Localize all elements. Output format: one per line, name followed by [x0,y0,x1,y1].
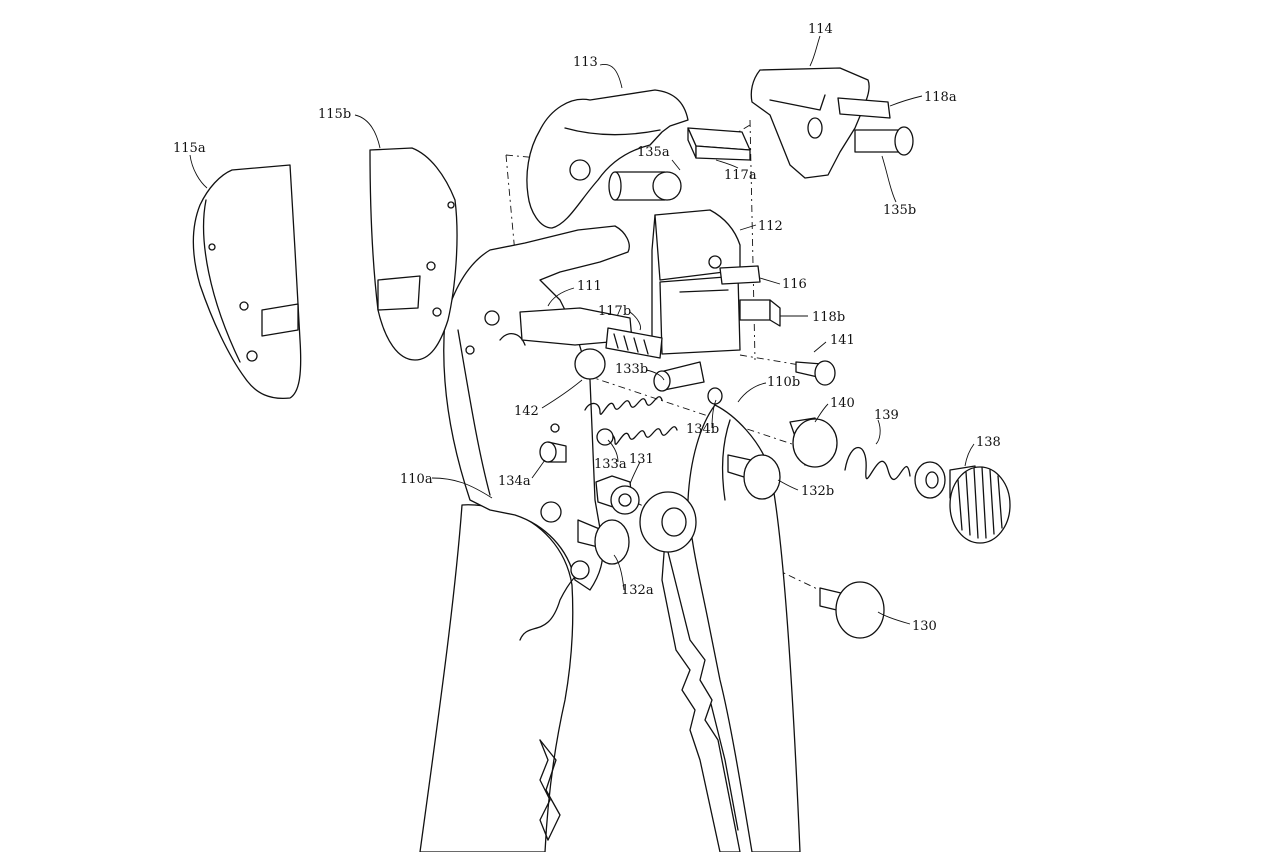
leader-lines [189,35,975,625]
label-115a: 115a [173,141,206,156]
left-handle-110a [419,504,586,852]
springs-133 [584,361,723,446]
block-116-118b [719,265,781,327]
label-116: 116 [782,277,807,292]
label-114: 114 [808,22,833,37]
bracket-112 [651,209,741,355]
label-132b: 132b [801,484,834,499]
label-133b: 133b [615,362,648,377]
adjuster-assembly [789,417,1011,544]
label-117b: 117b [598,304,631,319]
pin-134a [539,441,567,463]
reference-labels: 113 114 115a 115b 118a 135a 117a 135b 11… [173,22,1001,634]
label-131: 131 [629,452,654,467]
label-112: 112 [758,219,783,234]
label-130: 130 [912,619,937,634]
label-133a: 133a [594,457,627,472]
nut-131 [595,475,697,553]
label-117a: 117a [724,168,757,183]
block-117a [687,127,751,161]
label-118a: 118a [924,90,957,105]
block-111-117b [519,307,663,380]
cover-plate-115a [192,164,302,400]
label-110a: 110a [400,472,433,487]
pin-135a [608,171,682,201]
label-138: 138 [976,435,1001,450]
blade-113 [526,89,689,229]
pin-130 [819,581,885,639]
label-110b: 110b [767,375,800,390]
label-135a: 135a [637,145,670,160]
label-134a: 134a [498,474,531,489]
cover-plate-115b [369,147,458,361]
label-142: 142 [514,404,539,419]
pin-132a [577,519,630,565]
label-118b: 118b [812,310,845,325]
label-139: 139 [874,408,899,423]
blade-114 [750,67,870,179]
label-132a: 132a [621,583,654,598]
label-115b: 115b [318,107,351,122]
label-111: 111 [577,279,602,294]
label-135b: 135b [883,203,916,218]
label-113: 113 [573,55,598,70]
label-141: 141 [830,333,855,348]
label-134b: 134b [686,422,719,437]
label-140: 140 [830,396,855,411]
jaw-teeth [539,539,741,852]
block-118a-pin-135b [837,97,914,156]
pin-141 [795,360,836,386]
pin-132b [727,454,781,500]
